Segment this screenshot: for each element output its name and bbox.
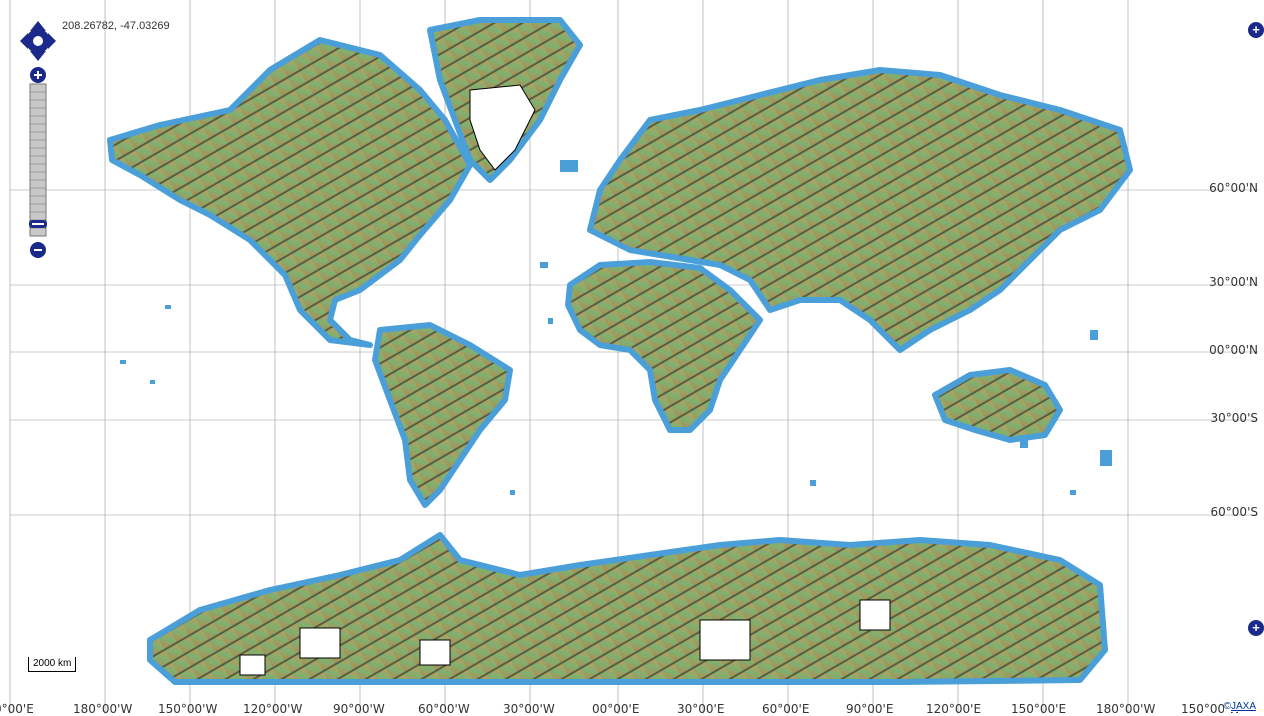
antarctic-ice	[419, 639, 451, 666]
lon-label: 0°00'E	[0, 702, 34, 716]
landmasses	[107, 17, 1133, 685]
antarctic-ice	[699, 619, 751, 661]
antarctic-ice	[859, 599, 891, 631]
lat-label: 30°00'S	[1210, 411, 1258, 425]
zoom-in-button[interactable]	[30, 67, 46, 83]
pan-control[interactable]	[20, 20, 56, 62]
greenland-ice	[469, 84, 536, 171]
layer-switcher-button[interactable]: +	[1248, 22, 1264, 38]
attribution-link[interactable]: JAXA	[1230, 701, 1256, 712]
zoom-control[interactable]	[29, 66, 47, 260]
landmass-eurasia	[587, 67, 1133, 353]
landmass-antarctica	[147, 532, 1108, 685]
copyright-symbol: ©	[1223, 701, 1231, 712]
lon-label: 30°00'E	[677, 702, 725, 716]
attribution: ©JAXA	[1223, 701, 1256, 712]
zoom-slider-handle[interactable]	[29, 220, 47, 228]
zoom-slider-track[interactable]	[29, 83, 47, 237]
lon-label: 90°00'E	[846, 702, 894, 716]
lon-label: 180°00'W	[73, 702, 133, 716]
antarctic-ice	[299, 627, 341, 659]
lon-label: 60°00'W	[418, 702, 470, 716]
overview-map-button[interactable]: +	[1248, 620, 1264, 636]
lon-label: 00°00'E	[592, 702, 640, 716]
lon-label: 30°00'W	[503, 702, 555, 716]
lat-label: 60°00'N	[1209, 181, 1258, 195]
scale-bar: 2000 km	[28, 657, 77, 672]
lon-label: 120°00'W	[243, 702, 303, 716]
landmass-south-america	[372, 322, 513, 508]
zoom-out-button[interactable]	[30, 242, 46, 258]
lon-label: 60°00'E	[762, 702, 810, 716]
coordinate-readout: 208.26782, -47.03269	[62, 20, 170, 32]
plus-circle-icon: +	[1252, 620, 1260, 635]
lat-label: 30°00'N	[1209, 275, 1258, 289]
lon-label: 180°00'W	[1096, 702, 1156, 716]
islands	[120, 160, 1112, 495]
pan-arrows-icon[interactable]	[20, 20, 56, 62]
lat-label: 00°00'N	[1209, 343, 1258, 357]
lat-label: 60°00'S	[1210, 505, 1258, 519]
landmass-africa	[565, 259, 763, 433]
lon-label: 90°00'W	[333, 702, 385, 716]
lon-label: 150°00'E	[1011, 702, 1067, 716]
lon-label: 150°00'W	[158, 702, 218, 716]
antarctic-ice	[239, 654, 266, 676]
ice-sheets	[239, 84, 891, 676]
plus-circle-icon: +	[1252, 22, 1260, 37]
landmass-north-america	[107, 37, 473, 348]
lon-label: 120°00'E	[926, 702, 982, 716]
landmass-australia	[932, 367, 1063, 443]
